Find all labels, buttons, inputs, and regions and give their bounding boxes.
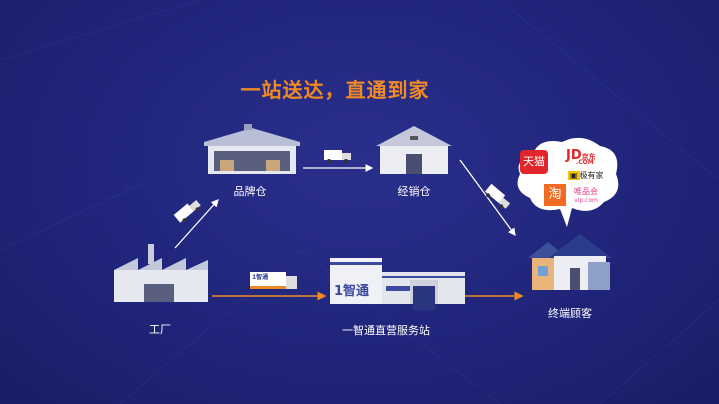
jiyoujia-badge-icon: ▣ (568, 171, 580, 180)
vip-text: 唯品会 (574, 187, 598, 196)
arrow-factory-to-brand (174, 199, 219, 249)
slide-title: 一站送达，直通到家 (240, 78, 430, 102)
jiyoujia-text: 极有家 (579, 171, 604, 180)
dealer-warehouse-icon (376, 126, 452, 174)
brand-warehouse-label: 品牌仓 (233, 185, 267, 198)
jd-logo: JD京东.COM (566, 148, 596, 166)
taobao-logo: 淘 (544, 184, 566, 206)
customer-house-icon (528, 234, 612, 290)
station-sign: 1智通 (334, 284, 370, 299)
station-label: 一智通直营服务站 (342, 324, 430, 337)
arrow-dealer-to-customer (459, 159, 516, 237)
vip-com-text: vip.com (574, 197, 598, 204)
yizhitong-truck: 1智通 (250, 272, 298, 292)
jd-cn-text: 京东 (581, 153, 596, 161)
truck-icon (173, 199, 201, 223)
dealer-warehouse-label: 经销仓 (397, 185, 431, 198)
jiyoujia-logo: ▣极有家 (568, 170, 604, 181)
station-building-icon (330, 258, 465, 310)
factory-icon (114, 244, 208, 302)
truck-logo-text: 1智通 (250, 272, 286, 289)
brand-warehouse-icon (204, 124, 300, 174)
truck-icon (324, 150, 351, 163)
customer-label: 终端顾客 (548, 307, 592, 320)
tmall-logo: 天猫 (520, 150, 548, 174)
truck-icon (484, 183, 511, 209)
factory-label: 工厂 (149, 323, 171, 336)
jd-com-text: .COM (576, 159, 594, 166)
ecommerce-cloud (517, 137, 619, 227)
jd-text: JD (566, 148, 582, 163)
